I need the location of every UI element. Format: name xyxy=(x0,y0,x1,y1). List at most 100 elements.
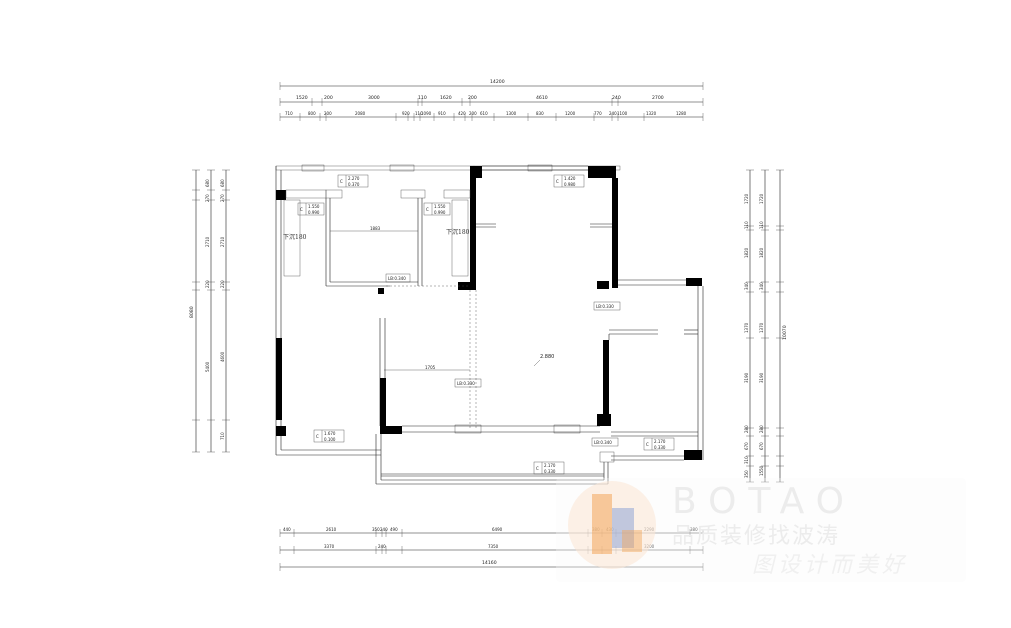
tag-c4: C 1.550 0.990 xyxy=(423,202,451,216)
beam-b1: LB:0.340 xyxy=(388,276,406,281)
dim-left-r1-3: 220 xyxy=(220,280,225,288)
tag-c2-v2: 0.980 xyxy=(564,182,576,187)
dim-bot-r1-0: 440 xyxy=(283,527,291,532)
dim-bot-r1-1: 2610 xyxy=(326,527,337,532)
tag-c3-v2: 0.990 xyxy=(308,210,320,215)
beam-labels: LB:0.340 LB:0.330 LB:0.330 LB:0.340 xyxy=(385,273,621,447)
dim-left-r2-3: 220 xyxy=(205,280,210,288)
dim-right-r2-4: 1370 xyxy=(744,322,749,333)
dim-bot-r1-3: 240 xyxy=(380,527,388,532)
dim-bot-r2-1: 240 xyxy=(378,544,386,549)
tag-c1-v2: 0.370 xyxy=(348,182,360,187)
tag-c6-v2: 0.330 xyxy=(654,445,666,450)
dim-top-r2-14: 770 xyxy=(594,111,602,116)
dim-bot-total: 14160 xyxy=(482,560,497,566)
tag-c7-letter: C xyxy=(536,466,539,471)
dim-top-r2-10: 610 xyxy=(480,111,488,116)
tag-c1: C 2.270 0.370 xyxy=(337,174,369,188)
dim-left-r2-1: 270 xyxy=(205,194,210,202)
walls xyxy=(275,164,704,485)
dim-top-r2-6: 1090 xyxy=(421,111,432,116)
tag-c5-letter: C xyxy=(316,434,319,439)
right-dimension-chain: 10070 1720 110 1820 340 1370 3190 280 67… xyxy=(744,169,788,483)
dim-top-r2-9: 200 xyxy=(469,111,477,116)
dim-top-r2-4: 920 xyxy=(402,111,410,116)
watermark: BOTAO 品质装修找波涛 图设计而美好 xyxy=(556,478,966,582)
left-dimension-chain: 8080 680 270 2710 220 5400 680 270 2710 … xyxy=(189,169,230,453)
tag-c4-v2: 0.990 xyxy=(434,210,446,215)
tag-c6: C 2.170 0.330 xyxy=(643,437,675,451)
dim-top-r1-8: 2700 xyxy=(652,95,664,101)
dim-top-r1-1: 200 xyxy=(324,95,333,101)
tag-c7-v1: 2.170 xyxy=(544,463,556,468)
tag-c1-letter: C xyxy=(340,179,343,184)
brand-zh: 品质装修找波涛 xyxy=(672,524,840,549)
inner-dim-1: 1883 xyxy=(370,226,381,231)
dim-right-r1-2: 1820 xyxy=(759,247,764,258)
beam-b3: LB:0.330 xyxy=(457,381,475,386)
drop-right-label: 下沉180 xyxy=(446,228,470,236)
dim-left-r1-0: 680 xyxy=(220,179,225,187)
dim-top-r2-16: 1100 xyxy=(617,111,628,116)
dim-top-r2-18: 1280 xyxy=(676,111,687,116)
dim-right-r1-8: 1550 xyxy=(759,465,764,476)
tag-c2: C 1.420 0.980 xyxy=(553,174,585,188)
dim-top-r2-1: 800 xyxy=(308,111,316,116)
dim-right-r2-2: 1820 xyxy=(744,247,749,258)
dim-left-total: 8080 xyxy=(189,306,195,318)
dim-left-r2-4: 5400 xyxy=(205,361,210,372)
tag-c5: C 1.670 0.100 xyxy=(313,429,345,443)
inner-dim-2: 1705 xyxy=(425,365,436,370)
dim-bot-r1-9: 380 xyxy=(690,527,698,532)
dim-bot-r2-0: 3370 xyxy=(324,544,335,549)
dim-top-r2-13: 1200 xyxy=(565,111,576,116)
tag-c3: C 1.550 0.990 xyxy=(297,202,325,216)
tag-c2-letter: C xyxy=(556,179,559,184)
drop-left-label: 下沉180 xyxy=(283,233,307,241)
tag-c3-letter: C xyxy=(300,207,303,212)
dim-right-r1-4: 1370 xyxy=(759,322,764,333)
dim-bot-r1-4: 490 xyxy=(390,527,398,532)
beam-b4: LB:0.340 xyxy=(594,440,612,445)
tag-c6-letter: C xyxy=(646,442,649,447)
dim-top-r1-3: 110 xyxy=(418,95,427,101)
dim-right-r2-8: 310 xyxy=(744,456,749,464)
dim-top-r2-7: 910 xyxy=(438,111,446,116)
height-leader-icon xyxy=(533,359,541,367)
dim-right-r1-7: 670 xyxy=(759,442,764,450)
dim-right-total: 10070 xyxy=(782,325,788,340)
tag-c4-letter: C xyxy=(426,207,429,212)
dim-top-r1-5: 200 xyxy=(468,95,477,101)
tag-c7-v2: 0.330 xyxy=(544,469,556,474)
dim-bot-r1-2: 350 xyxy=(372,527,380,532)
brand-slogan: 图设计而美好 xyxy=(752,553,908,578)
tag-c7: C 2.170 0.330 xyxy=(533,461,565,475)
tag-c5-v2: 0.100 xyxy=(324,437,336,442)
dim-top-total: 14200 xyxy=(490,79,505,85)
dim-bot-r1-5: 6490 xyxy=(492,527,503,532)
top-dimension-chain: 14200 1520 200 3000 110 1620 200 4610 24… xyxy=(279,79,704,121)
dim-top-r2-11: 1300 xyxy=(506,111,517,116)
dim-right-r1-3: 340 xyxy=(759,282,764,290)
dim-right-r1-0: 1720 xyxy=(759,193,764,204)
dim-right-r1-1: 110 xyxy=(759,221,764,229)
tag-c3-v1: 1.550 xyxy=(308,204,320,209)
dim-top-r2-15: 240 xyxy=(609,111,617,116)
dim-right-r2-9: 350 xyxy=(744,470,749,478)
dim-left-r1-4: 4600 xyxy=(220,351,225,362)
dim-right-r2-6: 280 xyxy=(744,425,749,433)
tag-c1-v1: 2.270 xyxy=(348,176,360,181)
brand-logo-icon xyxy=(568,481,656,569)
dim-top-r2-3: 2080 xyxy=(355,111,366,116)
dim-right-r2-7: 670 xyxy=(744,442,749,450)
dim-left-r1-5: 710 xyxy=(220,432,225,440)
tag-c2-v1: 1.420 xyxy=(564,176,576,181)
dim-bot-r2-2: 7350 xyxy=(488,544,499,549)
dim-top-r2-0: 710 xyxy=(285,111,293,116)
dim-right-r2-5: 3190 xyxy=(744,372,749,383)
dim-top-r1-2: 3000 xyxy=(368,95,380,101)
tag-c5-v1: 1.670 xyxy=(324,431,336,436)
dim-top-r2-5: 110 xyxy=(415,111,423,116)
dim-right-r2-3: 340 xyxy=(744,282,749,290)
